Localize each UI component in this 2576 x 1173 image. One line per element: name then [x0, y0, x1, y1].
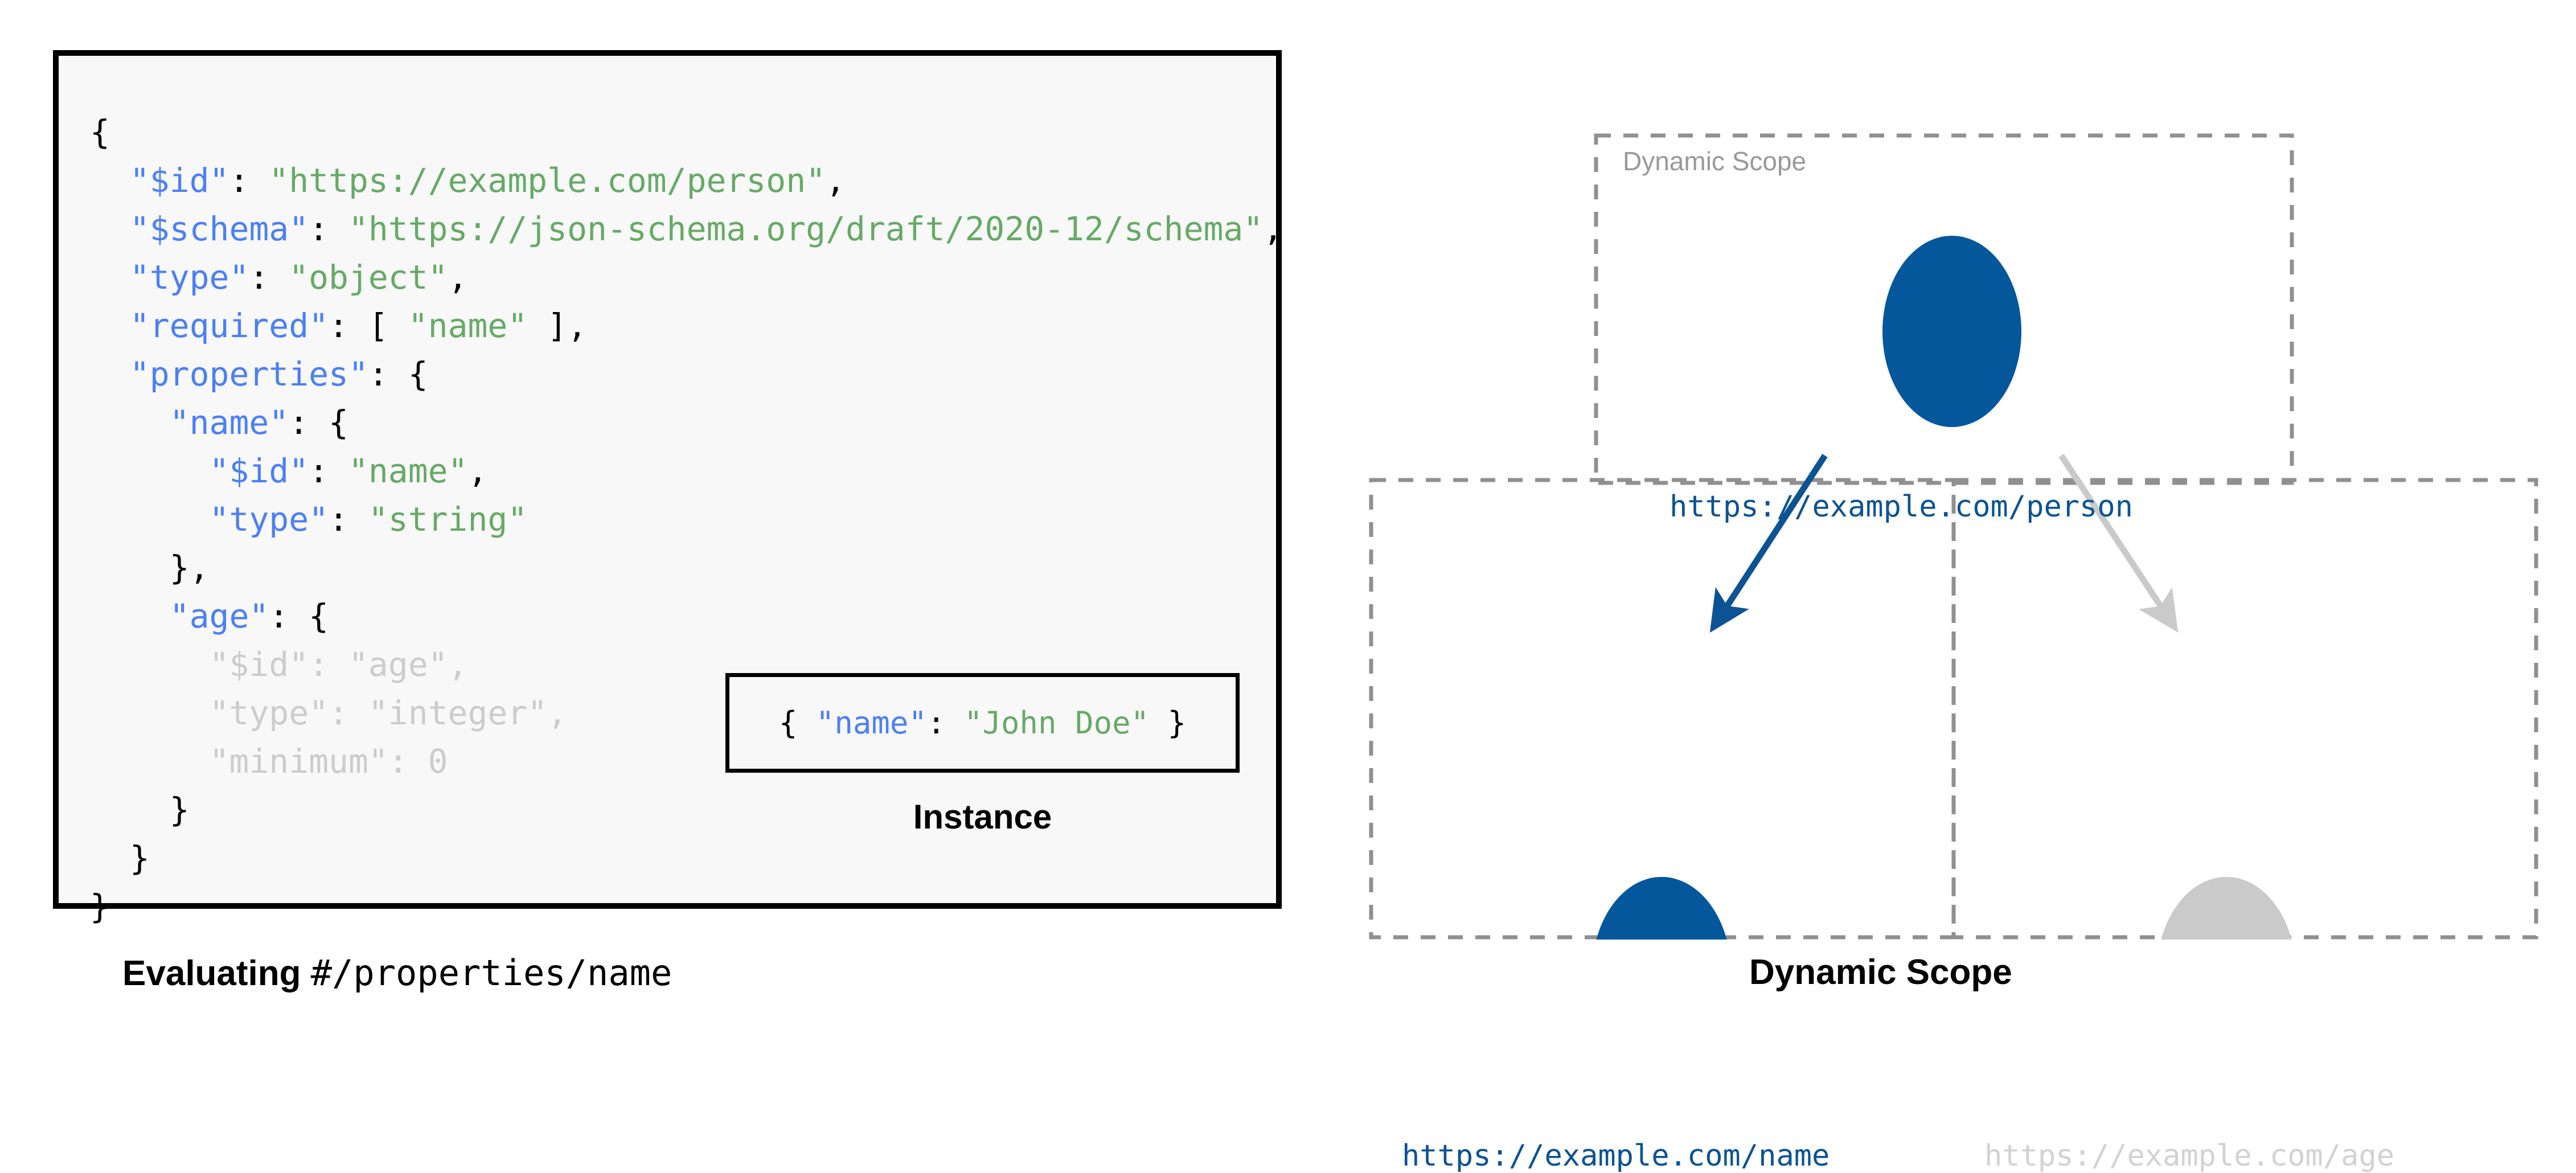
code-token: "John Doe" — [964, 705, 1150, 741]
code-token: : — [388, 742, 428, 781]
code-token: , — [826, 161, 846, 200]
code-token: } — [1149, 705, 1187, 741]
code-token: : — [309, 452, 348, 490]
code-token: : — [249, 258, 289, 297]
code-line: "age": { — [90, 597, 329, 635]
code-token: : — [329, 694, 368, 732]
scope-diagram-svg — [1369, 133, 2538, 940]
code-token: : { — [269, 597, 329, 635]
code-token: "$id" — [129, 161, 229, 200]
code-line: "$id": "age", — [90, 645, 468, 684]
code-token: "$schema" — [129, 210, 309, 248]
code-token: : [ — [329, 306, 408, 345]
instance-box: { "name": "John Doe" } — [725, 673, 1240, 773]
edge-person-to-age — [2058, 453, 2179, 633]
code-token: "name" — [408, 306, 528, 345]
node-circle-name[interactable] — [1592, 877, 1731, 940]
code-line: } — [90, 790, 190, 829]
code-token: "required" — [129, 306, 329, 345]
node-label-name: https://example.com/name — [1402, 1139, 1830, 1173]
code-line: "required": [ "name" ], — [90, 306, 587, 345]
code-token: , — [448, 645, 468, 684]
code-token: , — [1263, 210, 1283, 248]
code-token: { — [90, 113, 110, 151]
code-line: "type": "object", — [90, 258, 468, 297]
code-line: "type": "integer", — [90, 694, 568, 732]
code-token: "string" — [368, 500, 528, 539]
code-line: "minimum": 0 — [90, 742, 448, 781]
code-token: }, — [169, 548, 210, 587]
code-line: "type": "string" — [90, 500, 528, 539]
code-token: : { — [368, 355, 428, 393]
code-token: 0 — [428, 742, 448, 781]
node-circle-person[interactable] — [1882, 236, 2021, 427]
caption-bold-text: Evaluating — [122, 954, 311, 993]
code-line: } — [90, 839, 150, 877]
code-token: : — [329, 500, 368, 539]
code-line: "name": { — [90, 403, 348, 442]
code-token: "https://json-schema.org/draft/2020-12/s… — [348, 210, 1264, 248]
code-token: "properties" — [129, 355, 368, 393]
edge-person-to-name — [1709, 454, 1828, 633]
code-token: : — [309, 645, 348, 684]
code-token: "type" — [209, 694, 329, 732]
code-token: } — [169, 790, 190, 829]
left-figure-caption: Evaluating #/properties/name — [122, 952, 672, 994]
code-token: "minimum" — [209, 742, 388, 781]
node-circle-age[interactable] — [2157, 877, 2296, 940]
code-token: : { — [289, 403, 348, 442]
code-line: "$id": "https://example.com/person", — [90, 161, 846, 200]
code-token: "age" — [169, 597, 269, 635]
code-line: } — [90, 887, 110, 926]
instance-caption: Instance — [913, 798, 1052, 836]
right-figure-caption: Dynamic Scope — [1749, 953, 2012, 992]
code-token: : — [309, 210, 348, 248]
code-line: "$schema": "https://json-schema.org/draf… — [90, 210, 1283, 248]
code-line: }, — [90, 548, 210, 587]
code-token: ], — [527, 306, 588, 345]
code-token: "age" — [348, 645, 448, 684]
code-token: : — [926, 705, 964, 741]
code-token: "integer" — [368, 694, 548, 732]
code-token: } — [90, 887, 110, 926]
scope-box-label: Dynamic Scope — [1623, 146, 1807, 176]
code-token: "$id" — [209, 645, 309, 684]
code-token: , — [448, 258, 468, 297]
code-token: "object" — [289, 258, 448, 297]
caption-pointer-text: #/properties/name — [310, 952, 672, 994]
code-token: "name" — [815, 705, 927, 741]
code-line: { — [90, 113, 110, 151]
scope-box-name — [1369, 478, 1956, 940]
code-token: , — [547, 694, 568, 732]
code-token: "type" — [129, 258, 249, 297]
code-token: } — [129, 839, 150, 877]
dynamic-scope-diagram: Dynamic Scope https://example.com/person… — [1338, 85, 2576, 1173]
code-token: "$id" — [209, 452, 309, 490]
instance-json-code: { "name": "John Doe" } — [779, 705, 1186, 741]
code-line: "properties": { — [90, 355, 428, 393]
node-label-person: https://example.com/person — [1670, 490, 2133, 524]
code-token: "name" — [169, 403, 289, 442]
code-token: "type" — [209, 500, 329, 539]
scope-box-age — [1951, 478, 2538, 940]
schema-code-panel: { "$id": "https://example.com/person", "… — [53, 50, 1283, 926]
code-token: "name" — [348, 452, 468, 490]
code-token: { — [778, 705, 816, 741]
node-label-age: https://example.com/age — [1984, 1139, 2395, 1173]
code-token: : — [229, 161, 269, 200]
code-line: "$id": "name", — [90, 452, 488, 490]
json-schema-code: { "$id": "https://example.com/person", "… — [90, 108, 1283, 931]
code-token: , — [467, 452, 488, 490]
code-token: "https://example.com/person" — [269, 161, 826, 200]
